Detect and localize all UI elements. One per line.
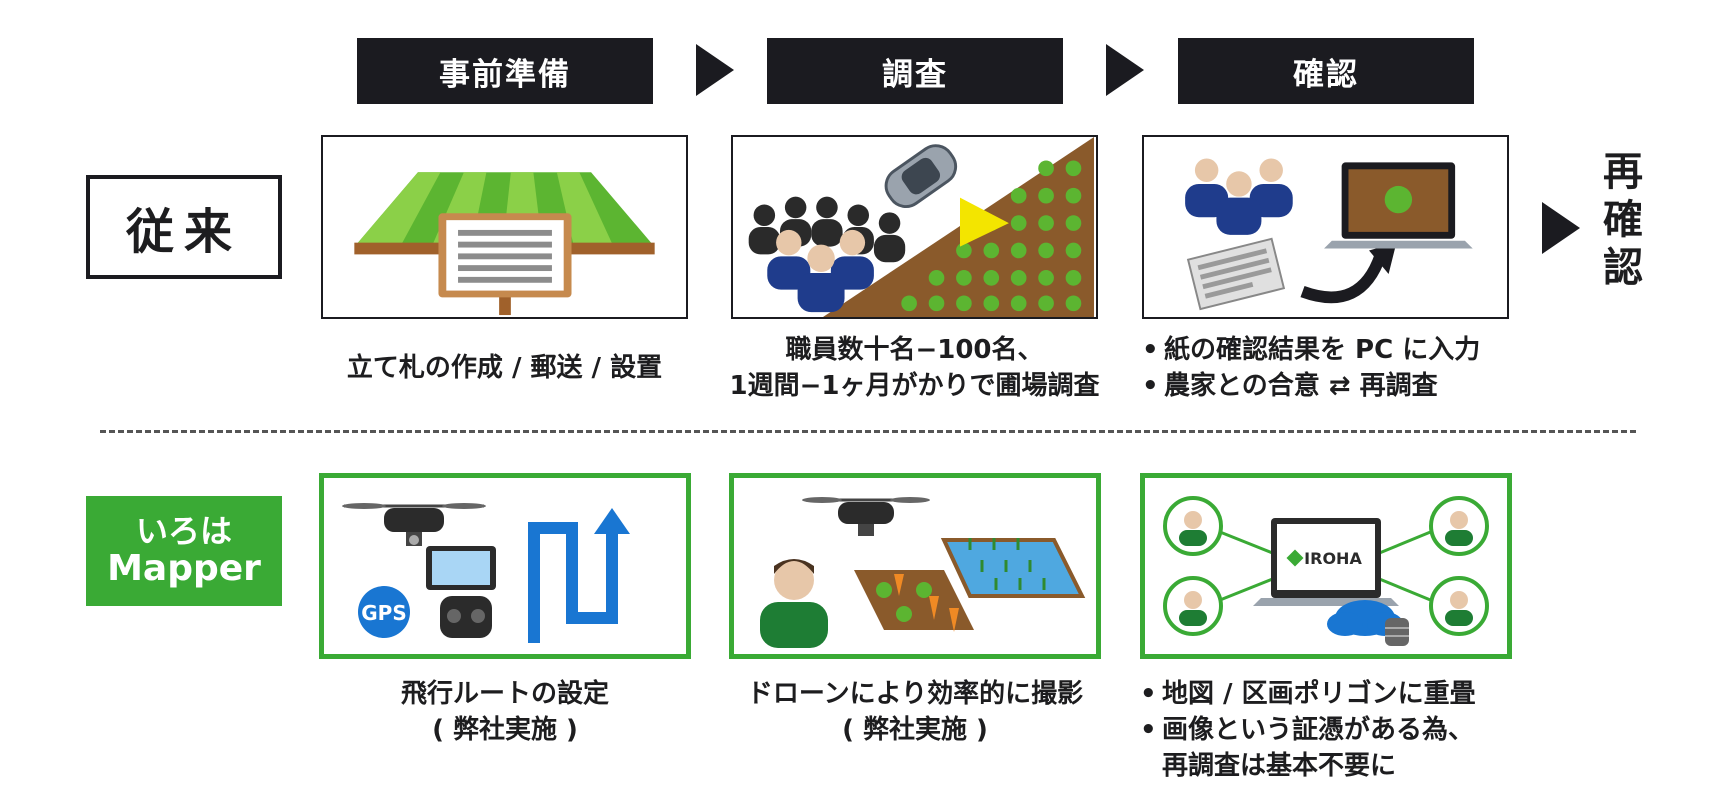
bullet: • (1142, 335, 1159, 365)
caption-line: 立て札の作成 / 郵送 / 設置 (346, 353, 663, 383)
stage-header-label: 事前準備 (439, 56, 571, 93)
stage-header-label: 調査 (882, 56, 948, 93)
stage-arrow-1 (696, 44, 734, 96)
reconfirm-char: 認 (1603, 245, 1643, 291)
reconfirm-label: 再 確 認 (1598, 148, 1648, 292)
paper-to-pc-icon (1185, 158, 1473, 311)
row-label-line1: いろは (135, 511, 232, 550)
row-divider (100, 430, 1636, 433)
caption-conventional-confirmation: •紙の確認結果を PC に入力 •農家との合意 ⇄ 再調査 (1142, 332, 1562, 404)
panel-mapper-preparation: GPS (319, 473, 691, 659)
stage-header-survey: 調査 (767, 38, 1063, 104)
row-label-conventional: 従来 (86, 175, 282, 279)
caption-line: 農家との合意 ⇄ 再調査 (1164, 371, 1438, 401)
caption-line: 1週間−1ヶ月がかりで圃場調査 (729, 371, 1100, 401)
caption-line: 再調査は基本不要に (1162, 751, 1397, 781)
surveyors-car-field-icon (748, 137, 1095, 317)
panel-conventional-confirmation (1142, 135, 1509, 319)
reconfirm-arrow (1542, 202, 1580, 254)
stage-header-preparation: 事前準備 (357, 38, 653, 104)
panel-conventional-preparation (321, 135, 688, 319)
caption-bullet-item: •地図 / 区画ポリゴンに重畳 (1140, 676, 1580, 712)
row-label-mapper: いろは Mapper (86, 496, 282, 606)
field-sign-icon (354, 172, 655, 316)
caption-bullet-item: •画像という証憑がある為、 (1140, 712, 1580, 748)
reconfirm-char: 再 (1603, 149, 1643, 195)
stage-header-label: 確認 (1293, 56, 1359, 93)
reconfirm-char: 確 (1603, 197, 1643, 243)
caption-mapper-preparation: 飛行ルートの設定 ( 弊社実施 ) (319, 676, 691, 748)
caption-line: ( 弊社実施 ) (432, 715, 578, 745)
caption-bullet-continuation: 再調査は基本不要に (1140, 748, 1580, 784)
bullet: • (1140, 715, 1157, 745)
drone-gps-route-icon: GPS (342, 503, 630, 643)
caption-line: ( 弊社実施 ) (842, 715, 988, 745)
caption-line: 紙の確認結果を PC に入力 (1164, 335, 1481, 365)
drone-photographing-field-icon (760, 497, 1086, 648)
iroha-label: IROHA (1304, 549, 1362, 568)
caption-conventional-preparation: 立て札の作成 / 郵送 / 設置 (321, 350, 688, 386)
stage-arrow-2 (1106, 44, 1144, 96)
iroha-cloud-network-icon: IROHA (1163, 496, 1489, 646)
caption-line: ドローンにより効率的に撮影 (746, 679, 1084, 709)
bullet: • (1140, 679, 1157, 709)
gps-label: GPS (361, 601, 406, 625)
panel-mapper-survey (729, 473, 1101, 659)
caption-line: 飛行ルートの設定 (400, 679, 609, 709)
caption-mapper-survey: ドローンにより効率的に撮影 ( 弊社実施 ) (709, 676, 1121, 748)
caption-mapper-confirmation: •地図 / 区画ポリゴンに重畳 •画像という証憑がある為、 再調査は基本不要に (1140, 676, 1580, 784)
caption-bullet-item: •農家との合意 ⇄ 再調査 (1142, 368, 1562, 404)
stage-header-confirmation: 確認 (1178, 38, 1474, 104)
row-label-line2: Mapper (107, 547, 261, 589)
caption-line: 地図 / 区画ポリゴンに重畳 (1162, 679, 1476, 709)
bullet: • (1142, 371, 1159, 401)
caption-bullet-item: •紙の確認結果を PC に入力 (1142, 332, 1562, 368)
caption-line: 職員数十名−100名、 (785, 335, 1044, 365)
caption-line: 画像という証憑がある為、 (1162, 715, 1475, 745)
panel-conventional-survey (731, 135, 1098, 319)
caption-conventional-survey: 職員数十名−100名、 1週間−1ヶ月がかりで圃場調査 (701, 332, 1128, 404)
row-label-text: 従来 (125, 204, 242, 260)
panel-mapper-confirmation: IROHA (1140, 473, 1512, 659)
